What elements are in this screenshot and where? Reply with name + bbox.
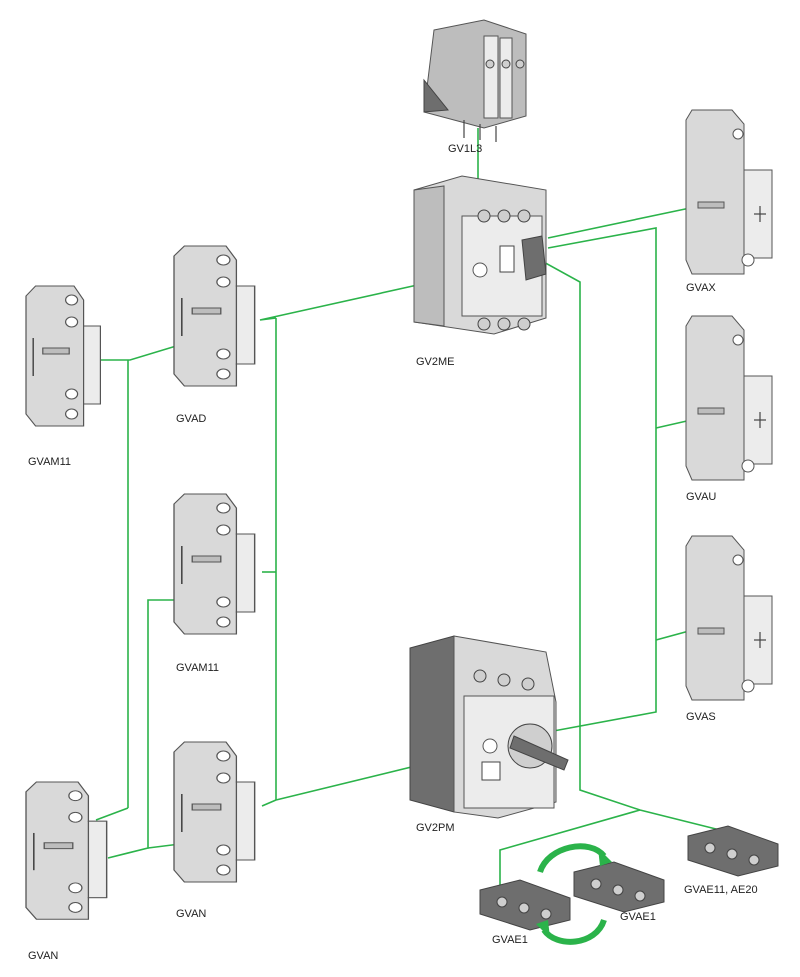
gvan-mid-device: [173, 741, 256, 883]
gv2pm-device: [409, 635, 569, 819]
gvax-device: [685, 109, 773, 275]
gvae1-right-device: [573, 861, 665, 913]
gvad-device: [173, 245, 256, 387]
label-gvae1-left: GVAE1: [492, 934, 528, 946]
label-gvan-left: GVAN: [28, 950, 58, 962]
label-gv1l3: GV1L3: [448, 143, 482, 155]
gv1l3-device: [423, 19, 527, 142]
label-gvas: GVAS: [686, 711, 716, 723]
gvau-device: [685, 315, 773, 481]
label-gvae11: GVAE11, AE20: [684, 884, 758, 896]
label-gvad: GVAD: [176, 413, 206, 425]
gvae1-left-device: [479, 879, 571, 931]
label-gvan-mid: GVAN: [176, 908, 206, 920]
rotate-arrows-icon: [536, 843, 612, 945]
label-gvae1-right: GVAE1: [620, 911, 656, 923]
gvam11-mid-device: [173, 493, 256, 635]
gvas-device: [685, 535, 773, 701]
gvan-left-device: [25, 781, 108, 920]
label-gv2pm: GV2PM: [416, 822, 455, 834]
label-gvau: GVAU: [686, 491, 716, 503]
label-gvax: GVAX: [686, 282, 716, 294]
gvam11-left-device: [25, 285, 102, 427]
label-gvam11-mid: GVAM11: [176, 662, 219, 674]
gvae11-device: [687, 825, 779, 877]
gv2me-device: [413, 175, 547, 335]
label-gvam11-left: GVAM11: [28, 456, 71, 468]
label-gv2me: GV2ME: [416, 356, 455, 368]
